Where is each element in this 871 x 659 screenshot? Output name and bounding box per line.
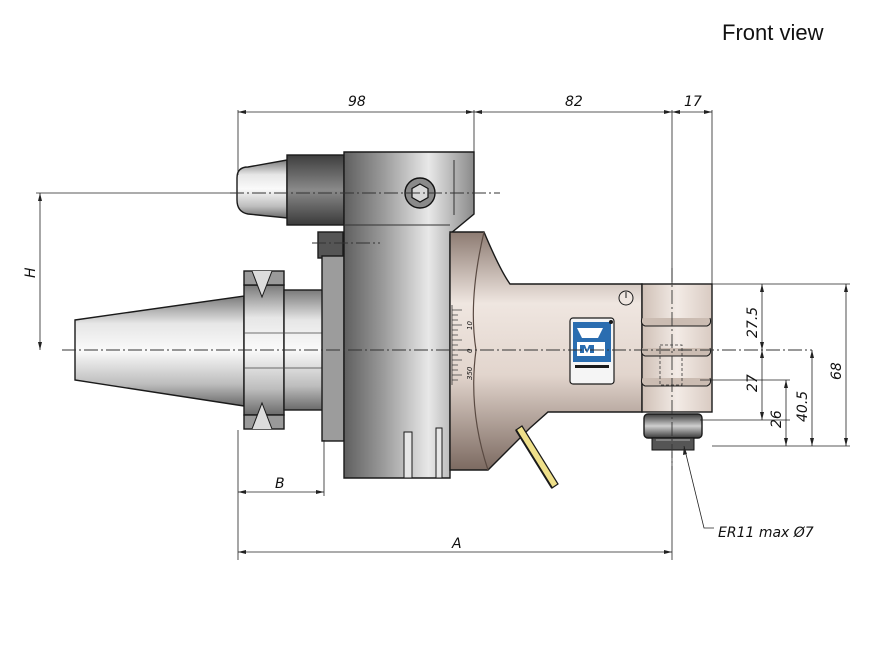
- dim-68: 68: [829, 362, 845, 380]
- dim-26: 26: [769, 410, 785, 428]
- view-title: Front view: [722, 20, 824, 45]
- dim-82: 82: [565, 94, 583, 110]
- brand-logo-icon: [569, 317, 615, 385]
- scale-label-10: 10: [466, 321, 474, 330]
- coolant-rod: [515, 425, 559, 489]
- stop-block: [236, 154, 345, 442]
- dim-h: H: [23, 267, 39, 278]
- taper-shank: [74, 295, 245, 407]
- collet-nut: [643, 413, 703, 451]
- center-lines: [62, 192, 812, 470]
- angle-scale: 10 0 350: [451, 305, 474, 385]
- angle-head-body: [449, 231, 643, 471]
- dial-gauge-icon: [618, 290, 634, 306]
- dimension-labels: 98 82 17 H 27.5 27 26 40.5 68 B A ER11 m…: [23, 94, 845, 552]
- dim-98: 98: [348, 94, 366, 110]
- scale-label-350: 350: [466, 366, 474, 380]
- dim-27: 27: [745, 374, 761, 392]
- dim-40-5: 40.5: [795, 391, 811, 422]
- dim-a: A: [451, 536, 462, 552]
- dim-17: 17: [684, 94, 702, 110]
- dim-b: B: [275, 476, 285, 492]
- dimension-lines: [36, 110, 850, 560]
- dim-27-5: 27.5: [745, 307, 761, 338]
- head-cap: [640, 283, 713, 413]
- scale-label-0: 0: [466, 348, 474, 353]
- collet-callout: ER11 max Ø7: [718, 525, 814, 541]
